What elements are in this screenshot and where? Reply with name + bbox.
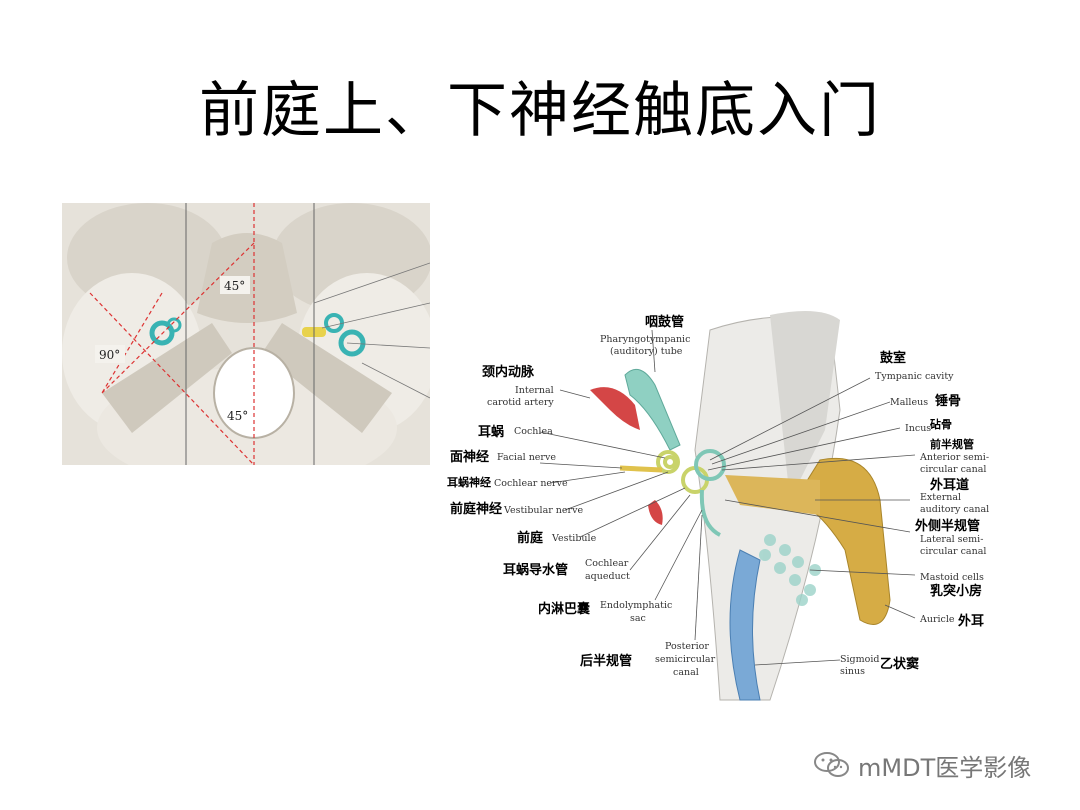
label-external-en1: External — [920, 492, 961, 503]
label-carotid-en1: Internal — [515, 385, 554, 396]
label-malleus-zh: 锤骨 — [934, 393, 961, 409]
label-malleus-en: Malleus — [890, 397, 928, 408]
label-posterior-en1: Posterior — [665, 641, 709, 652]
label-cochlear-nerve-en: Cochlear nerve — [494, 478, 568, 489]
label-endolymphatic-en2: sac — [630, 613, 646, 624]
label-pharyngotympanic-en2: (auditory) tube — [610, 346, 683, 357]
label-pharyngotympanic-zh: 咽鼓管 — [645, 314, 684, 330]
label-aqueduct-en2: aqueduct — [585, 571, 630, 582]
label-posterior-zh: 后半规管 — [580, 653, 632, 669]
label-anterior-zh: 前半规管 — [930, 437, 974, 451]
label-posterior-en3: canal — [673, 667, 699, 678]
label-cochlear-nerve-zh: 耳蜗神经 — [447, 475, 491, 489]
watermark-text: mMDT医学影像 — [858, 753, 1032, 782]
label-incus-en: Incus — [905, 423, 931, 434]
label-posterior-en2: semicircular — [655, 654, 716, 665]
label-anterior-en2: circular canal — [920, 464, 986, 475]
label-external-en2: auditory canal — [920, 504, 989, 515]
label-lateral-en2: circular canal — [920, 546, 986, 557]
label-mastoid-en: Mastoid cells — [920, 572, 984, 583]
label-incus-zh: 砧骨 — [930, 417, 952, 431]
label-anterior-en1: Anterior semi- — [919, 452, 989, 463]
ear-anatomy-figure: 咽鼓管 Pharyngotympanic (auditory) tube 颈内动… — [440, 300, 1080, 720]
label-vestibular-nerve-en: Vestibular nerve — [503, 505, 583, 516]
label-carotid-en2: carotid artery — [487, 397, 554, 408]
label-sigmoid-zh: 乙状窦 — [880, 656, 919, 672]
label-aqueduct-en1: Cochlear — [585, 558, 629, 569]
label-vestibule-en: Vestibule — [551, 533, 597, 544]
label-cochlea-en: Cochlea — [514, 426, 553, 437]
inner-ear-left-mark — [149, 317, 182, 346]
label-sigmoid-en2: sinus — [840, 666, 865, 677]
label-endolymphatic-en1: Endolymphatic — [600, 600, 672, 611]
label-facial-zh: 面神经 — [450, 449, 489, 465]
angle-label-top: 45° — [224, 279, 245, 293]
angle-label-left: 90° — [99, 348, 120, 362]
label-tympanic-zh: 鼓室 — [880, 350, 906, 366]
label-endolymphatic-zh: 内淋巴囊 — [538, 601, 591, 617]
label-pharyngotympanic-en1: Pharyngotympanic — [600, 334, 690, 345]
label-auricle-en: Auricle — [919, 614, 955, 625]
label-carotid-zh: 颈内动脉 — [482, 364, 535, 380]
angle-label-bottom: 45° — [227, 409, 248, 423]
slide-title: 前庭上、下神经触底入门 — [199, 76, 881, 146]
label-lateral-en1: Lateral semi- — [920, 534, 983, 545]
watermark: mMDT医学影像 — [812, 745, 1031, 785]
label-facial-en: Facial nerve — [497, 452, 556, 463]
skull-base-figure: 45° 90° 45° — [62, 203, 430, 465]
label-mastoid-zh: 乳突小房 — [930, 583, 982, 599]
label-aqueduct-zh: 耳蜗导水管 — [503, 562, 568, 578]
label-vestibular-nerve-zh: 前庭神经 — [450, 501, 502, 517]
label-vestibule-zh: 前庭 — [517, 530, 544, 546]
wechat-icon — [814, 752, 849, 777]
label-external-zh: 外耳道 — [929, 477, 969, 493]
label-cochlea-zh: 耳蜗 — [478, 424, 504, 440]
label-tympanic-en: Tympanic cavity — [875, 371, 954, 382]
label-auricle-zh: 外耳 — [957, 613, 984, 629]
label-lateral-zh: 外侧半规管 — [914, 518, 980, 534]
label-sigmoid-en1: Sigmoid — [840, 654, 879, 665]
